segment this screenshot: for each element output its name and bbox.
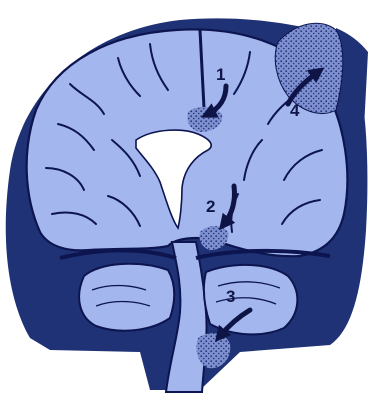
label-4: 4 — [290, 101, 300, 120]
label-2: 2 — [206, 197, 215, 216]
label-1: 1 — [216, 65, 225, 84]
label-3: 3 — [226, 287, 235, 306]
cerebellum-right — [204, 265, 297, 334]
cerebellum — [79, 264, 174, 331]
